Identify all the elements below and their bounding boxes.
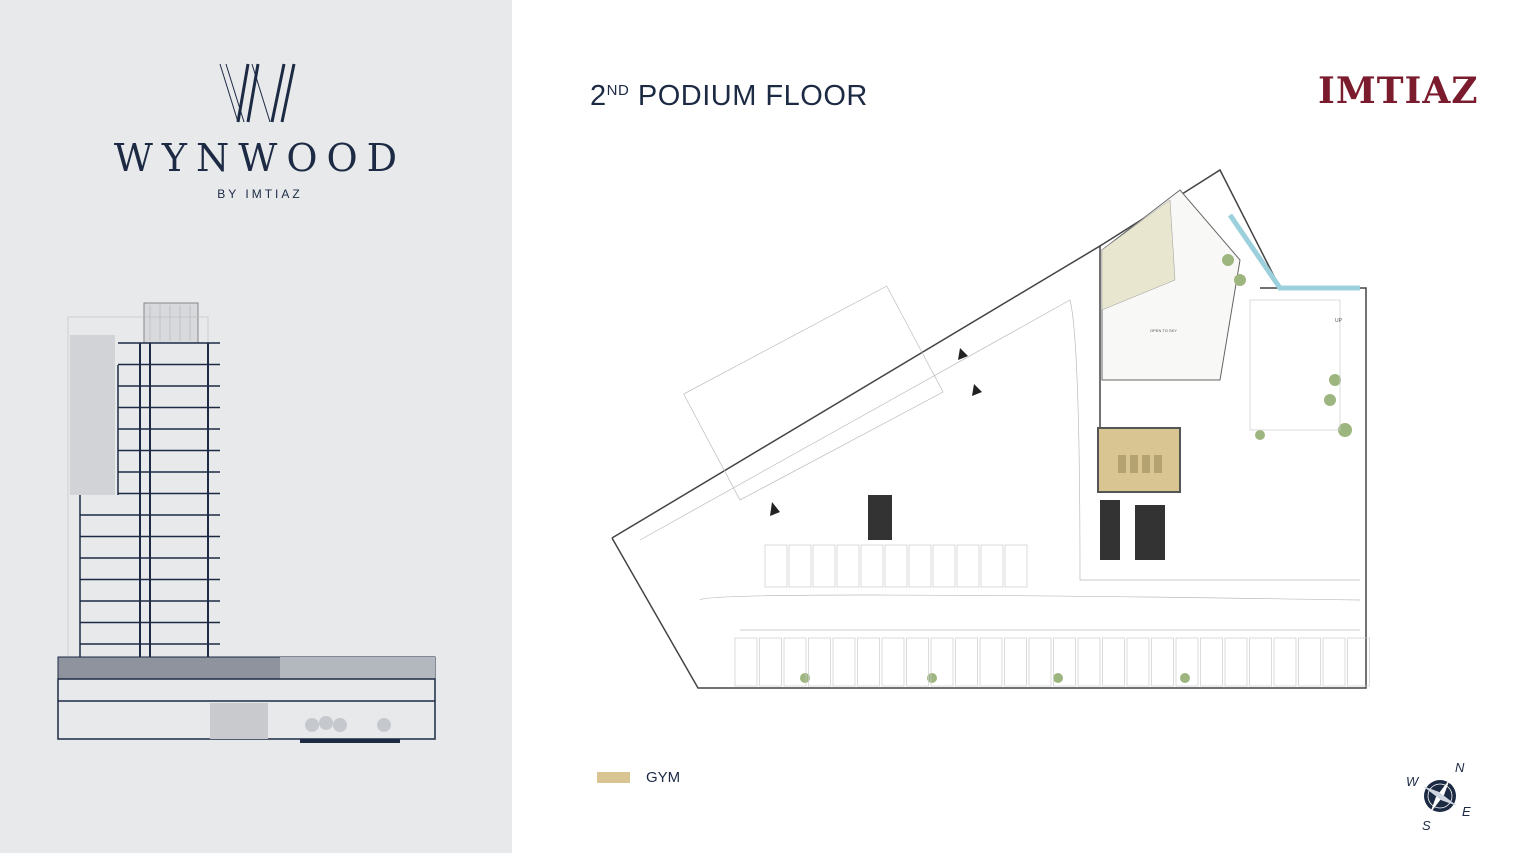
parking-stall <box>832 637 856 687</box>
parking-stall <box>734 637 758 687</box>
compass-s: S <box>1422 818 1431 833</box>
building-section-drawing <box>57 302 436 743</box>
parking-stall <box>881 637 905 687</box>
compass-n: N <box>1455 760 1465 775</box>
legend: GYM <box>597 769 680 786</box>
parking-stall <box>783 637 807 687</box>
wynwood-logo-mark <box>219 63 296 123</box>
brand-subtitle: BY IMTIAZ <box>217 187 303 201</box>
page-title: 2ND PODIUM FLOOR <box>590 80 868 113</box>
parking-stall <box>1200 637 1223 687</box>
parking-stall <box>930 637 954 687</box>
parking-stall <box>884 544 908 588</box>
parking-stall <box>808 637 831 687</box>
parking-stall <box>906 637 929 687</box>
parking-stall <box>1053 637 1076 687</box>
parking-stall <box>860 544 884 588</box>
floor-plan <box>611 168 1370 689</box>
parking-stall <box>836 544 860 588</box>
parking-stall <box>1004 637 1027 687</box>
parking-stall <box>764 544 788 588</box>
parking-stall <box>1004 544 1028 588</box>
legend-swatch-gym <box>597 772 630 783</box>
title-suffix: ND <box>606 82 630 99</box>
parking-stall <box>1151 637 1174 687</box>
legend-label-gym: GYM <box>646 769 681 786</box>
parking-stall <box>908 544 932 588</box>
parking-stall <box>1347 637 1370 687</box>
brand-name: WYNWOOD <box>113 136 407 180</box>
parking-stall <box>1249 637 1272 687</box>
compass-e: E <box>1462 804 1471 819</box>
parking-stall <box>1273 637 1297 687</box>
up-label: UP <box>1335 318 1342 324</box>
left-panel: WYNWOOD BY IMTIAZ <box>0 0 512 853</box>
parking-stall <box>1102 637 1125 687</box>
parking-stall <box>1224 637 1248 687</box>
parking-stall <box>1175 637 1199 687</box>
parking-stall <box>980 544 1004 588</box>
parking-stall <box>788 544 812 588</box>
parking-stall <box>759 637 782 687</box>
compass-w: W <box>1406 774 1420 789</box>
parking-stall <box>955 637 978 687</box>
parking-stall <box>956 544 980 588</box>
parking-stall <box>1322 637 1346 687</box>
parking-stall <box>932 544 956 588</box>
parking-stall <box>1126 637 1150 687</box>
parking-stall <box>812 544 836 588</box>
imtiaz-logo: IMTIAZ <box>1318 70 1479 112</box>
parking-stall <box>1298 637 1321 687</box>
title-text: PODIUM FLOOR <box>629 80 868 112</box>
parking-stall <box>857 637 880 687</box>
parking-stall <box>1028 637 1052 687</box>
open-to-sky-label: OPEN TO SKY <box>1150 328 1177 333</box>
compass-rose-icon: N E S W <box>1406 760 1471 833</box>
gym-area <box>1097 427 1181 493</box>
title-number: 2 <box>590 80 607 112</box>
parking-stall <box>979 637 1003 687</box>
parking-stall <box>1077 637 1101 687</box>
